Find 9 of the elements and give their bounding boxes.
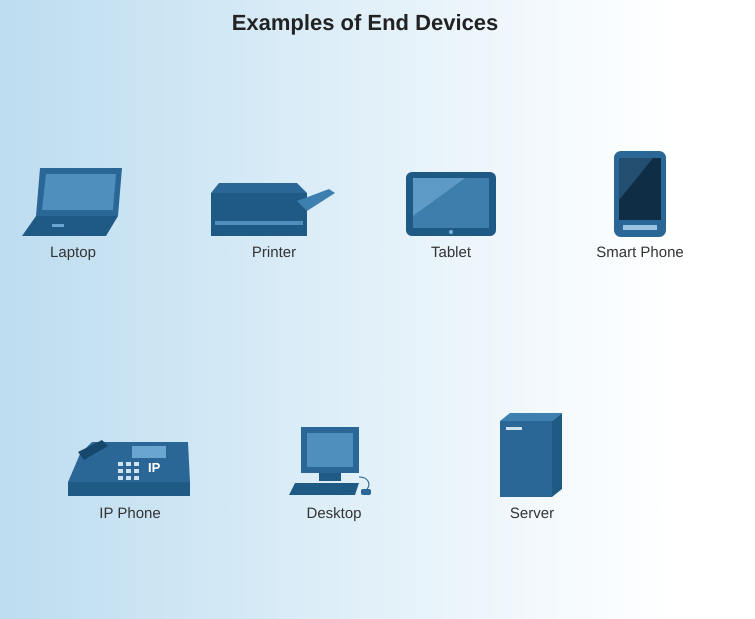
diagram-title: Examples of End Devices	[230, 10, 500, 36]
device-label: Printer	[252, 244, 296, 261]
device-label: Server	[510, 505, 554, 522]
device-label: Tablet	[430, 244, 472, 261]
icon-text: IP	[148, 460, 160, 475]
device-label: IP Phone	[99, 505, 161, 522]
device-label: Laptop	[50, 244, 96, 261]
device-label: Smart Phone	[596, 244, 684, 261]
device-label: Desktop	[306, 505, 362, 522]
